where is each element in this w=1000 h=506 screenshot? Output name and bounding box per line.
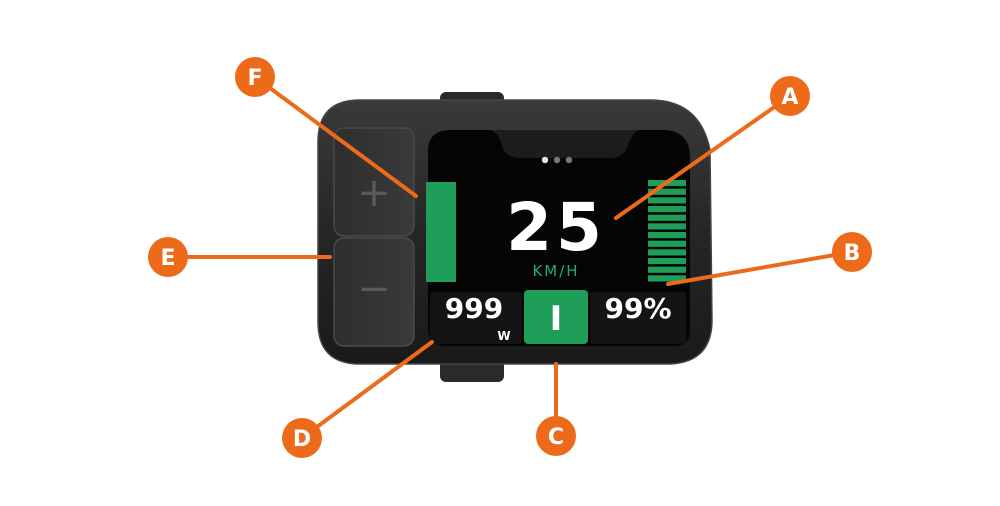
battery-level-bar <box>648 180 686 282</box>
assist-level-value: I <box>550 299 563 339</box>
battery-segment <box>648 197 686 204</box>
button-panel: + − <box>333 127 415 347</box>
battery-segment <box>648 223 686 230</box>
battery-segment <box>648 206 686 213</box>
battery-segment <box>648 249 686 256</box>
assist-level-panel <box>524 290 588 344</box>
callout-e: E <box>148 237 188 277</box>
power-panel <box>430 292 522 344</box>
battery-segment <box>648 188 686 195</box>
callout-c: C <box>536 416 576 456</box>
callout-d: D <box>282 418 322 458</box>
plus-button[interactable] <box>333 127 415 237</box>
callout-e-label: E <box>160 246 175 271</box>
minus-button[interactable] <box>333 237 415 347</box>
battery-segment <box>648 266 686 273</box>
callout-f: F <box>235 57 275 97</box>
callout-c-label: C <box>548 425 564 450</box>
screen-notch <box>490 130 640 158</box>
page-dot-2 <box>553 156 561 164</box>
page-dot-3 <box>565 156 573 164</box>
callout-b: B <box>832 232 872 272</box>
battery-segment <box>648 240 686 247</box>
power-unit: W <box>497 329 510 343</box>
battery-segment <box>648 214 686 221</box>
speed-value: 25 <box>506 189 606 266</box>
minus-icon: − <box>357 266 391 312</box>
plus-icon: + <box>357 170 391 216</box>
callout-a: A <box>770 76 810 116</box>
left-indicator-bar <box>426 182 456 282</box>
power-value: 999 <box>445 292 503 325</box>
callout-lines <box>166 75 854 440</box>
line-a <box>614 94 792 220</box>
battery-panel <box>590 292 686 344</box>
bottom-clip <box>440 360 504 382</box>
callout-d-label: D <box>293 427 311 452</box>
callout-f-label: F <box>247 66 262 91</box>
battery-value: 99% <box>604 292 671 325</box>
page-dot-1 <box>541 156 549 164</box>
battery-segment <box>648 232 686 239</box>
line-f <box>253 75 418 198</box>
callout-a-label: A <box>781 85 798 110</box>
callout-b-label: B <box>844 241 861 266</box>
line-b <box>666 250 854 286</box>
speed-unit: KM/H <box>532 262 579 280</box>
line-d <box>300 340 434 440</box>
display-screen: 25 KM/H 999 W I 99% <box>426 130 690 346</box>
battery-segment <box>648 275 686 282</box>
battery-segment <box>648 258 686 265</box>
